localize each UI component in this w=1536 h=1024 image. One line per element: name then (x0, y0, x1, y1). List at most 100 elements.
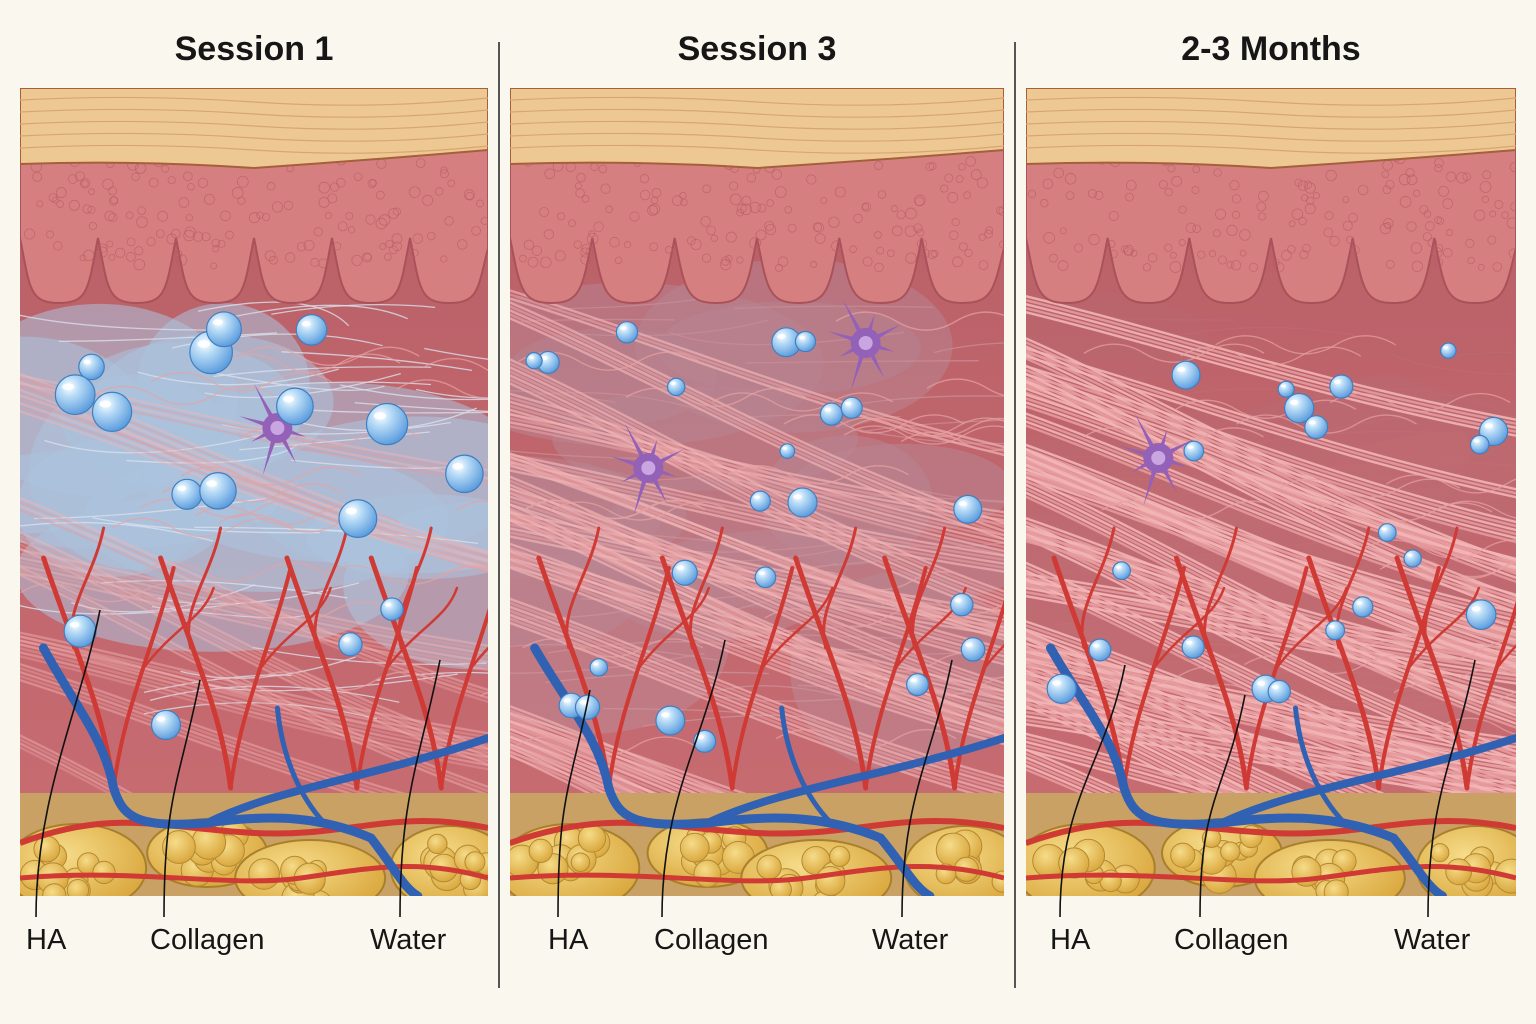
epidermal-cell (324, 212, 332, 220)
epidermal-cell (1385, 180, 1395, 190)
epidermal-cell (332, 241, 342, 251)
ha-bubble (574, 694, 601, 720)
epidermal-cell (1049, 253, 1058, 263)
bubble-sphere (63, 614, 97, 648)
fat-cell (248, 858, 280, 890)
epidermal-cell (392, 207, 401, 216)
epidermal-cell (1438, 185, 1450, 197)
epidermal-cell (831, 240, 843, 252)
gel-strand (100, 579, 348, 599)
skin-illustration (20, 88, 488, 896)
epidermal-cell (68, 174, 78, 184)
collagen-fiber (524, 499, 706, 519)
epidermal-cell (1191, 186, 1200, 195)
subcutaneous-fat (510, 793, 1004, 896)
epidermal-cell (185, 213, 193, 222)
epidermal-cell (104, 210, 115, 222)
collagen-fiber (1175, 399, 1357, 419)
epidermal-cell (1287, 245, 1296, 254)
epidermal-cell (126, 237, 136, 247)
panel-divider (1014, 42, 1016, 988)
epidermal-cell (944, 173, 954, 183)
gel-strand (520, 318, 675, 323)
bubble-sphere (91, 391, 133, 433)
fat-cell (1323, 879, 1349, 896)
ha-bubble (1046, 673, 1077, 704)
bubble-highlight (373, 412, 387, 420)
artery-branch (688, 526, 724, 650)
fibroblast-process (262, 436, 277, 476)
artery-branch (1122, 566, 1186, 790)
corneum-layer-line (1026, 108, 1516, 118)
epidermal-cell (269, 255, 278, 265)
epidermal-cell (574, 182, 582, 190)
gel-strand (210, 371, 385, 391)
epidermal-cell (1294, 178, 1303, 187)
ha-bubble (150, 709, 182, 741)
epidermal-cell (1357, 184, 1369, 196)
fibroblast-process (1160, 465, 1177, 494)
collagen-strand (510, 366, 1004, 601)
artery-branch (637, 586, 711, 670)
epidermal-cell (106, 240, 114, 248)
epidermal-cell (388, 208, 399, 219)
collagen-fiber (219, 353, 401, 373)
bubble-sphere (150, 709, 182, 741)
epidermal-cell (876, 246, 885, 255)
epidermal-cell (1477, 263, 1485, 271)
bubble-sphere (1325, 620, 1346, 641)
collagen-fiber (1385, 474, 1516, 494)
ha-bubble (787, 487, 818, 518)
collagen-strand (1026, 380, 1516, 614)
epidermal-cell (174, 250, 183, 258)
bubble-sphere (338, 499, 378, 539)
epidermal-cell (335, 177, 346, 188)
epidermal-cell (1479, 181, 1492, 193)
epidermal-cell (1382, 185, 1392, 195)
vein (1293, 705, 1347, 826)
epidermal-cell (1231, 194, 1241, 204)
collagen-fiber (142, 562, 323, 582)
fibroblast-nucleus (1151, 451, 1166, 465)
fibroblast-process (1165, 439, 1194, 456)
epidermal-cell (1057, 260, 1069, 271)
epidermal-cell (183, 171, 193, 182)
artery-branch (385, 586, 459, 670)
ha-bubble (1277, 380, 1295, 398)
bubble-highlight (83, 359, 91, 365)
bubble-sphere (589, 658, 609, 677)
collagen-strand (510, 487, 1004, 650)
gel-strand (44, 432, 270, 454)
bubble-highlight (758, 571, 765, 576)
epidermal-cell (771, 169, 782, 180)
gel-strand (853, 395, 1004, 406)
epidermal-cell (1169, 251, 1177, 259)
collagen-strand (1026, 472, 1516, 638)
artery-branch (259, 586, 332, 670)
epidermal-cell (480, 216, 488, 225)
collagen-strand (510, 289, 1004, 449)
epidermal-cell (814, 233, 826, 244)
epidermal-cell (1301, 194, 1309, 202)
epidermal-cell (476, 199, 484, 208)
epidermal-cell (1043, 231, 1055, 244)
corneum-layer-line (20, 108, 488, 118)
epidermal-cell (283, 200, 294, 211)
collagen-strand (510, 309, 1004, 533)
fibroblast-process (842, 298, 864, 336)
collagen-fiber (835, 311, 1004, 331)
bubble-sphere (840, 396, 863, 419)
epidermal-cell (1299, 250, 1309, 260)
gel-strand (1418, 462, 1516, 466)
epidermal-cell (896, 210, 906, 220)
collagen-strand (1026, 337, 1516, 563)
ha-bubble (615, 321, 639, 344)
epidermal-cell (639, 189, 651, 201)
label-water: Water (1394, 924, 1471, 956)
gel-strand (1026, 557, 1216, 575)
epidermal-cell (820, 196, 828, 204)
epidermal-cell (741, 195, 752, 206)
artery-branch (1407, 586, 1481, 670)
collagen-fiber (843, 425, 1004, 445)
collagen-strand (510, 421, 1004, 522)
